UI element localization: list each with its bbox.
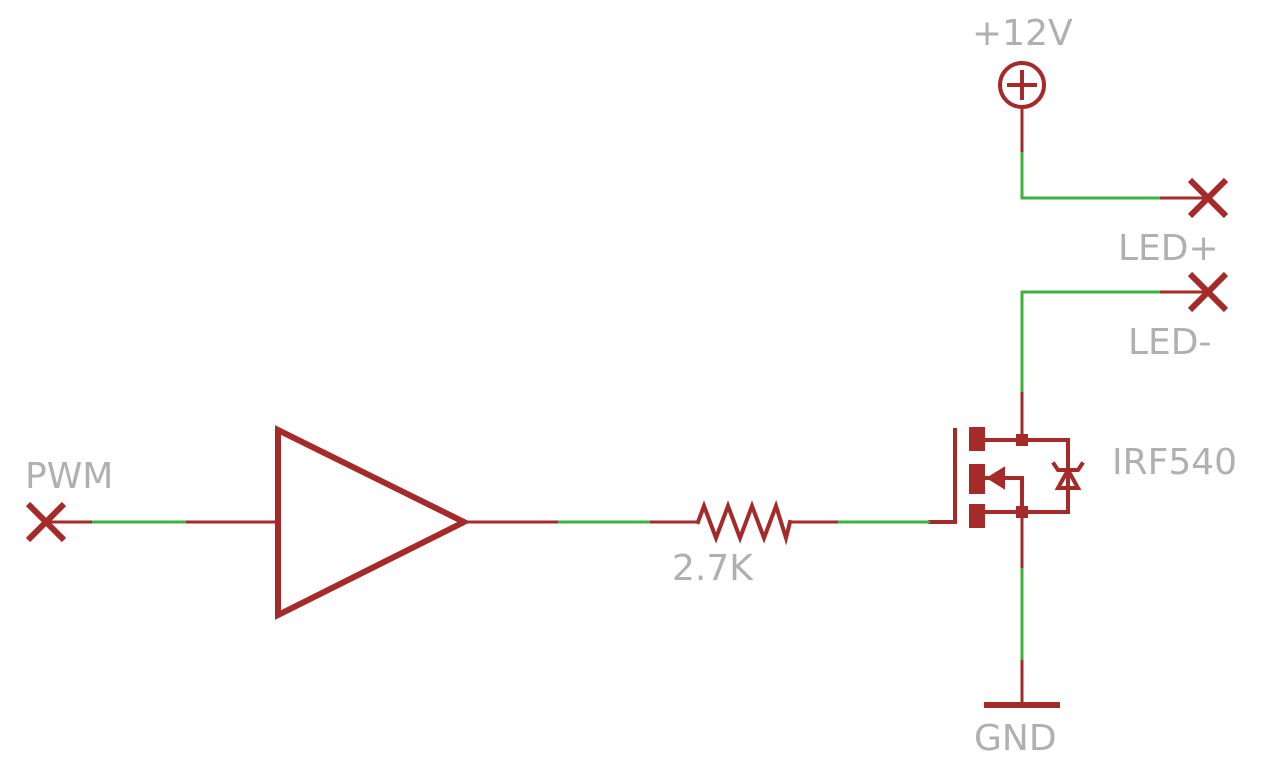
wire-supply-to-led-plus xyxy=(1020,152,1160,200)
pwm-label: PWM xyxy=(25,456,113,497)
mosfet-diode-bar xyxy=(1051,461,1085,472)
wire-led-minus-to-drain xyxy=(1020,290,1160,392)
led-minus-label: LED- xyxy=(1128,322,1212,363)
led-minus-terminal[interactable] xyxy=(1187,271,1229,313)
led-minus-x-b xyxy=(1187,271,1229,313)
buffer-amplifier-symbol[interactable] xyxy=(186,425,558,620)
led-plus-x-b xyxy=(1187,177,1229,219)
mosfet-channel-top xyxy=(969,427,985,451)
mosfet-source-junction xyxy=(1016,506,1028,518)
mosfet-arrow xyxy=(986,466,1005,490)
mosfet-diode-triangle xyxy=(1054,465,1082,490)
mosfet-channel-mid xyxy=(969,464,985,494)
resistor-symbol[interactable] xyxy=(650,499,838,546)
mosfet-drain-junction xyxy=(1016,434,1028,446)
mosfet-label: IRF540 xyxy=(1112,442,1237,483)
buffer-triangle xyxy=(275,425,471,620)
resistor-zigzag xyxy=(695,499,793,546)
supply-12v-symbol[interactable] xyxy=(998,61,1046,152)
supply-label: +12V xyxy=(972,13,1073,54)
ground-symbol[interactable] xyxy=(984,660,1060,708)
led-plus-label: LED+ xyxy=(1118,228,1219,269)
led-plus-terminal[interactable] xyxy=(1187,177,1229,219)
mosfet-channel-bottom xyxy=(969,504,985,528)
resistor-label: 2.7K xyxy=(672,548,754,589)
mosfet-irf540-symbol[interactable] xyxy=(928,392,1085,568)
ground-label: GND xyxy=(974,718,1057,759)
